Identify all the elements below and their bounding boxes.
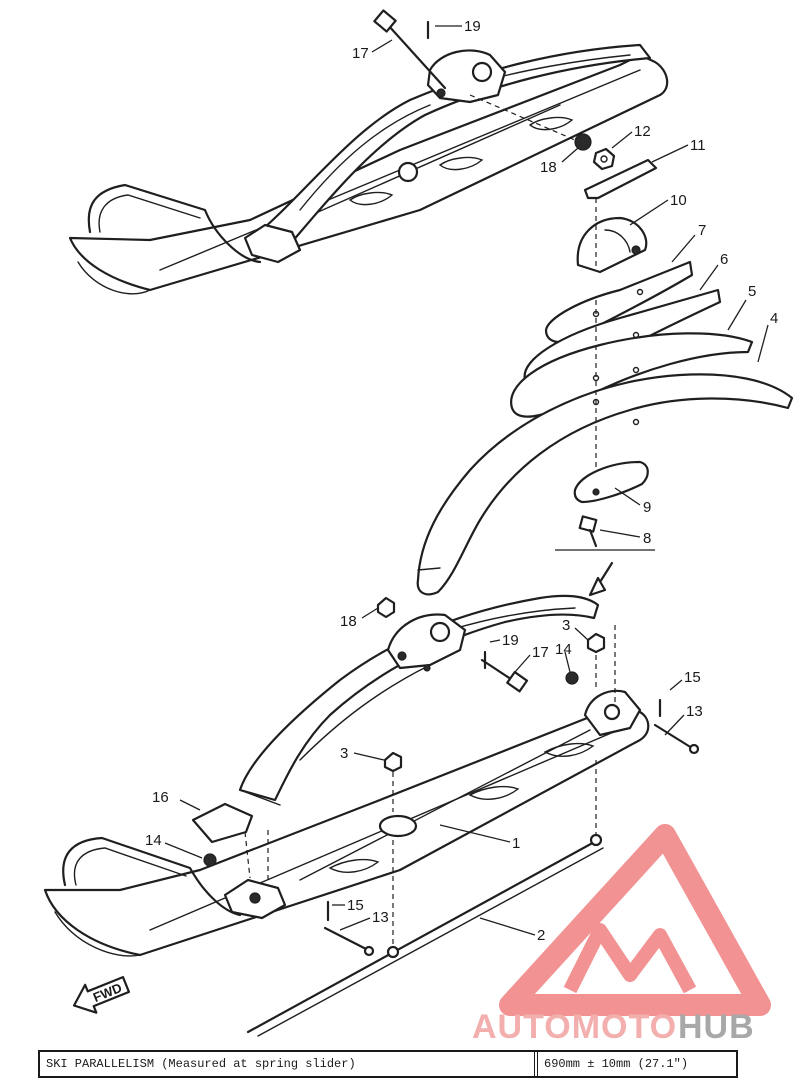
bottom-spindle-saddle bbox=[386, 613, 467, 670]
automotohub-watermark-logo: AUTOMOTO HUB bbox=[472, 824, 771, 1045]
callout-8: 8 bbox=[643, 530, 651, 547]
callout-6: 6 bbox=[720, 251, 728, 268]
leaf-spring-4 bbox=[416, 373, 794, 596]
nut-3-center bbox=[383, 751, 403, 773]
tie-rod-2 bbox=[246, 833, 604, 1037]
bolt-13-front bbox=[323, 926, 370, 952]
callout-19-bottom: 19 bbox=[502, 632, 519, 649]
callout-15-rear: 15 bbox=[684, 669, 701, 686]
fwd-arrow-icon: FWD bbox=[72, 975, 131, 1014]
callout-7: 7 bbox=[698, 222, 706, 239]
callout-18-bottom: 18 bbox=[340, 613, 357, 630]
callout-10: 10 bbox=[670, 192, 687, 209]
spec-value: 690mm ± 10mm (27.1") bbox=[544, 1057, 689, 1071]
callout-17-top: 17 bbox=[352, 45, 369, 62]
leader-lines bbox=[164, 25, 769, 936]
washer-14-front bbox=[203, 853, 217, 867]
callout-9: 9 bbox=[643, 499, 651, 516]
spring-seat-10 bbox=[576, 216, 648, 274]
nut-12 bbox=[592, 147, 616, 171]
washer-14-rear bbox=[565, 671, 579, 685]
callout-5: 5 bbox=[748, 283, 756, 300]
plate-16 bbox=[191, 802, 254, 844]
callout-16: 16 bbox=[152, 789, 169, 806]
callout-19-top: 19 bbox=[464, 18, 481, 35]
callout-labels: 19 17 12 11 18 10 7 6 5 4 9 8 18 19 17 3… bbox=[145, 18, 778, 944]
callout-13-front: 13 bbox=[372, 909, 389, 926]
watermark-hub-text: HUB bbox=[678, 1008, 755, 1045]
callout-2: 2 bbox=[537, 927, 545, 944]
spec-label: SKI PARALLELISM (Measured at spring slid… bbox=[40, 1052, 538, 1076]
top-bolt-17 bbox=[386, 23, 447, 90]
ski-parallelism-spec-table: SKI PARALLELISM (Measured at spring slid… bbox=[38, 1050, 738, 1078]
callout-18-top: 18 bbox=[540, 159, 557, 176]
bolt-13-rear bbox=[653, 723, 694, 750]
ski-assembly-exploded-diagram: 19 17 12 11 18 10 7 6 5 4 9 8 18 19 17 3… bbox=[43, 9, 794, 1045]
top-ski-assembly bbox=[68, 9, 669, 295]
bottom-ski-body bbox=[43, 703, 650, 957]
callout-14-front: 14 bbox=[145, 832, 162, 849]
callout-12: 12 bbox=[634, 123, 651, 140]
callout-3-center: 3 bbox=[340, 745, 348, 762]
slider-plate-9 bbox=[573, 460, 649, 504]
plate-11 bbox=[583, 158, 658, 200]
nut-3-rear bbox=[586, 632, 606, 654]
nut-18-bottom bbox=[376, 596, 396, 619]
top-front-bracket bbox=[243, 223, 302, 264]
bottom-ski-assembly bbox=[43, 561, 650, 957]
bolt-8 bbox=[578, 515, 598, 548]
nut-18-top bbox=[574, 133, 592, 151]
watermark-auto-text: AUTOMOTO bbox=[472, 1008, 677, 1045]
callout-11: 11 bbox=[690, 137, 706, 154]
callout-13-rear: 13 bbox=[686, 703, 703, 720]
callout-4: 4 bbox=[770, 310, 778, 327]
top-ski-handle bbox=[87, 183, 262, 264]
bottom-ski-handle bbox=[62, 836, 242, 917]
callout-15-front: 15 bbox=[347, 897, 364, 914]
callout-14-rear: 14 bbox=[555, 641, 572, 658]
top-ski-groove bbox=[299, 104, 561, 221]
callout-1: 1 bbox=[512, 835, 520, 852]
callout-3-rear: 3 bbox=[562, 617, 570, 634]
callout-17-bottom: 17 bbox=[532, 644, 549, 661]
